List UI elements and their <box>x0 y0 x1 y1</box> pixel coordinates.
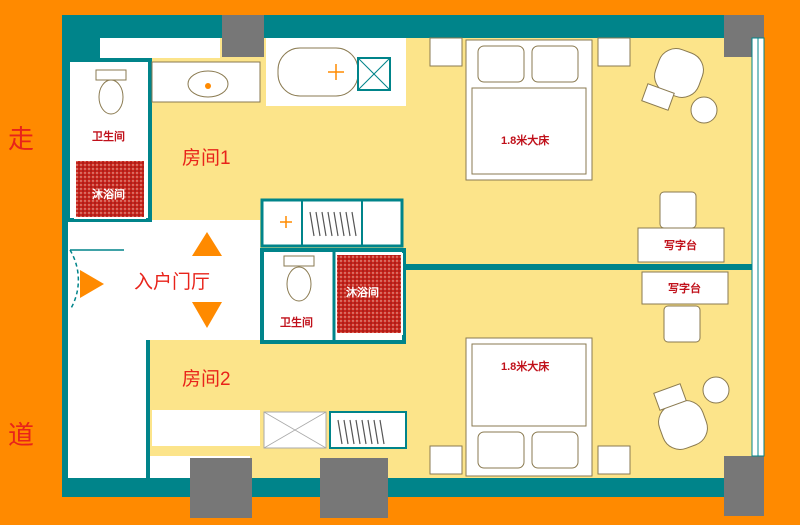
arrow-up-icon <box>192 232 222 256</box>
hanger-rail-upper <box>309 211 357 237</box>
bed1-nightstand-right <box>597 37 631 67</box>
corridor-label-top: 走 <box>8 125 34 154</box>
desk2 <box>641 271 729 305</box>
bathtub <box>277 47 359 97</box>
bed1-label: 1.8米大床 <box>501 133 550 147</box>
column-top-1 <box>222 15 264 57</box>
entry-door-swing <box>69 249 80 311</box>
toilet2-bowl <box>286 266 312 302</box>
arrow-right-icon <box>80 270 104 298</box>
arrow-down-icon <box>192 302 222 328</box>
bed2-nightstand-left <box>429 445 463 475</box>
desk1-label: 写字台 <box>664 238 697 252</box>
wardrobe-upper <box>260 198 404 248</box>
shower1-label: 沐浴间 <box>92 187 125 201</box>
toilet1-label: 卫生间 <box>92 129 125 143</box>
corridor-label-bottom: 道 <box>8 421 34 450</box>
shower2-cabin <box>335 253 403 335</box>
shower2-label: 沐浴间 <box>346 285 379 299</box>
desk1 <box>637 227 725 263</box>
bed1-headboard <box>429 37 463 67</box>
toilet1-bowl <box>98 79 124 115</box>
desk1-chair <box>659 191 697 229</box>
room-divider-wall <box>405 264 752 270</box>
column-bottom-1 <box>190 458 252 518</box>
shower1-cabin <box>74 159 146 219</box>
side-table2 <box>702 376 730 404</box>
room1-label: 房间1 <box>182 147 231 169</box>
side-table1 <box>690 96 718 124</box>
closet-left-lower <box>68 330 146 478</box>
bed2-nightstand-right <box>597 445 631 475</box>
toilet2-label: 卫生间 <box>280 315 313 329</box>
hanger-rail-lower <box>337 419 385 445</box>
bed2-label: 1.8米大床 <box>501 359 550 373</box>
column-bottom-2 <box>320 458 388 518</box>
lower-vanity-2 <box>152 410 260 446</box>
column-bottom-right <box>724 456 764 516</box>
wardrobe-lower <box>329 411 407 449</box>
room2-label: 房间2 <box>182 368 231 390</box>
entry-hall-floor <box>68 220 260 340</box>
top-closet <box>100 38 220 58</box>
toilet2-tank <box>283 255 315 267</box>
toilet1-tank <box>95 69 127 81</box>
basin-drain-icon <box>205 83 211 89</box>
entry-hall-label: 入户门厅 <box>134 271 210 293</box>
desk2-label: 写字台 <box>668 281 701 295</box>
desk2-chair <box>663 305 701 343</box>
